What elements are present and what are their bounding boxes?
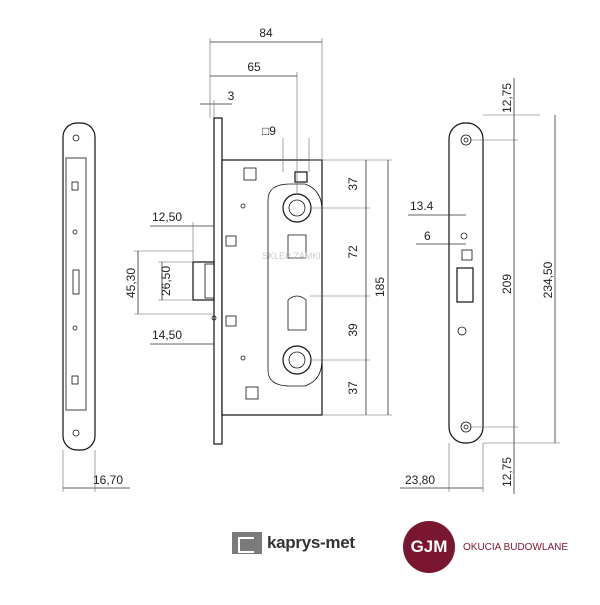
right-dimensions: 12,75 13.4 6 209 234,50 12,75 23,80 bbox=[400, 78, 560, 494]
gjm-logo-text: GJM bbox=[410, 537, 448, 556]
side-detail-4 bbox=[72, 325, 78, 331]
kaprys-logo-mark bbox=[232, 532, 262, 554]
side-case bbox=[65, 157, 87, 411]
follower-hub-bottom-inner bbox=[288, 351, 306, 369]
dim-case-height: 185 bbox=[373, 277, 387, 297]
dim-deadbolt-throw: 14,50 bbox=[152, 328, 182, 342]
front-follower-hole bbox=[460, 232, 468, 240]
side-detail-2 bbox=[72, 229, 78, 235]
side-screw-top bbox=[72, 134, 80, 142]
latch-inner bbox=[204, 263, 215, 299]
latch-bolt bbox=[192, 261, 215, 301]
side-detail-5 bbox=[71, 375, 79, 385]
case-detail-1 bbox=[243, 167, 257, 181]
dim-backset: 65 bbox=[247, 60, 261, 74]
gjm-logo-circle: GJM bbox=[403, 521, 455, 573]
front-screw-bottom-inner bbox=[463, 424, 469, 430]
center-dimensions: 84 65 3 □9 12,50 45,30 26,50 14,50 bbox=[124, 26, 392, 416]
side-detail-1 bbox=[71, 181, 79, 191]
gjm-tagline: OKUCIA BUDOWLANE bbox=[463, 541, 569, 553]
front-latch-opening bbox=[456, 267, 474, 303]
left-bottom-dimension: 16,70 bbox=[62, 450, 130, 492]
kaprys-logo-text: kaprys-met bbox=[267, 533, 355, 552]
dim-bottom-segment: 37 bbox=[346, 381, 360, 395]
kaprys-met-logo: kaprys-met bbox=[232, 530, 355, 556]
rivet-3 bbox=[211, 315, 217, 321]
dim-bottom-margin: 12,75 bbox=[500, 457, 514, 487]
dim-top-segment: 37 bbox=[346, 177, 360, 191]
dim-latch-throw: 12,50 bbox=[152, 210, 182, 224]
dim-plate-height: 234,50 bbox=[541, 261, 555, 298]
dim-lower-segment: 39 bbox=[346, 323, 360, 337]
rivet-2 bbox=[240, 355, 246, 361]
side-detail-3 bbox=[72, 269, 80, 295]
dim-front-thickness: 16,70 bbox=[93, 473, 123, 487]
case-detail-3 bbox=[225, 235, 237, 247]
case-detail-4 bbox=[225, 315, 237, 327]
follower-hub-top bbox=[282, 193, 312, 223]
lock-faceplate bbox=[213, 117, 223, 445]
rivet-1 bbox=[240, 203, 246, 209]
front-cylinder-hole bbox=[457, 326, 467, 336]
dim-faceplate-offset: 3 bbox=[228, 89, 235, 103]
dim-latch-offset: 13.4 bbox=[410, 199, 434, 213]
front-view-right bbox=[448, 122, 484, 444]
front-screw-top-inner bbox=[463, 137, 469, 143]
watermark: SKLEP ZAMKI bbox=[262, 251, 321, 261]
side-view-left bbox=[62, 122, 96, 451]
dim-middle-segment: 72 bbox=[346, 245, 360, 259]
dim-overall-width: 84 bbox=[259, 26, 273, 40]
dim-top-margin: 12,75 bbox=[500, 83, 514, 113]
cylinder-cam-bottom bbox=[287, 295, 307, 331]
case-detail-2 bbox=[245, 386, 259, 400]
follower-hub-top-inner bbox=[288, 199, 306, 217]
dim-follower-square: □9 bbox=[262, 124, 276, 138]
lock-body bbox=[192, 117, 323, 445]
dim-latch-small: 6 bbox=[424, 229, 431, 243]
gjm-logo: GJM OKUCIA BUDOWLANE bbox=[403, 521, 568, 573]
side-screw-bottom bbox=[72, 429, 80, 437]
dim-height-26: 26,50 bbox=[159, 266, 173, 296]
dim-height-45: 45,30 bbox=[124, 268, 138, 298]
cylinder-cam-top bbox=[287, 234, 307, 259]
dim-screw-spacing: 209 bbox=[500, 274, 514, 294]
dim-plate-width: 23,80 bbox=[405, 473, 435, 487]
front-latch-detail bbox=[461, 249, 473, 261]
follower-square bbox=[294, 171, 308, 183]
follower-hub-bottom bbox=[282, 345, 312, 375]
